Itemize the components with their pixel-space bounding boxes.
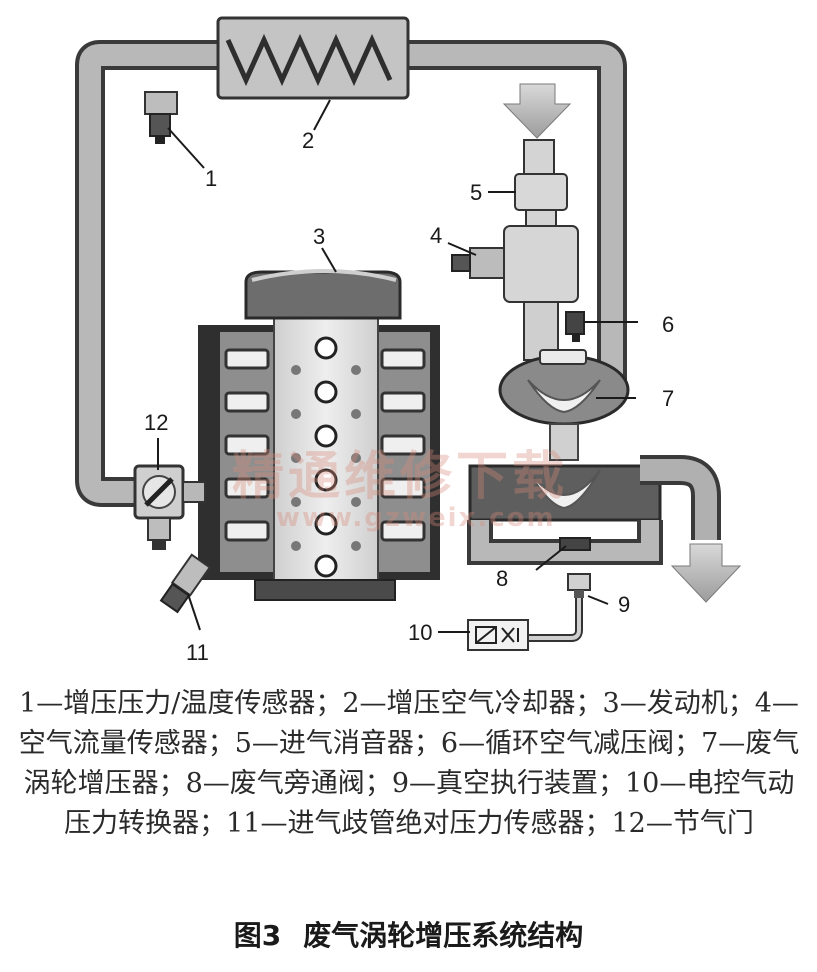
air-mass-sensor xyxy=(451,225,579,303)
figure-number: 图3 xyxy=(233,919,282,952)
label-2: 2 xyxy=(302,128,314,153)
legend-item-3: 3—发动机； xyxy=(602,688,755,719)
recirculation-valve xyxy=(565,311,585,342)
wastegate xyxy=(559,537,591,551)
exhaust-pipe xyxy=(467,455,721,565)
charge-air-pipe xyxy=(75,40,627,507)
map-sensor xyxy=(159,553,212,614)
figure-title: 废气涡轮增压系统结构 xyxy=(303,919,584,952)
legend-item-5: 5—进气消音器； xyxy=(234,728,441,759)
label-6: 6 xyxy=(662,312,674,337)
legend-item-2: 2—增压空气冷却器； xyxy=(342,688,603,719)
watermark: 精通维修下载 www.gzweix.com xyxy=(232,447,568,533)
legend-item-9: 9—真空执行装置； xyxy=(391,768,625,799)
label-12: 12 xyxy=(144,410,168,435)
legend-item-7: 7—废气涡轮增压器； xyxy=(23,728,800,799)
legend-item-4: 4—空气流量传感器； xyxy=(18,688,799,759)
engine xyxy=(198,269,440,601)
throttle-valve xyxy=(133,464,206,550)
charge-air-cooler xyxy=(216,16,410,100)
intake-silencer xyxy=(514,139,568,229)
legend-item-6: 6—循环空气减压阀； xyxy=(440,728,702,759)
label-10: 10 xyxy=(408,620,432,645)
label-11: 11 xyxy=(186,640,209,665)
vacuum-actuator xyxy=(567,573,591,598)
label-9: 9 xyxy=(618,592,630,617)
legend-item-10: 10—电控气动压力转换器； xyxy=(64,768,795,839)
label-4: 4 xyxy=(430,223,442,248)
leader-lines xyxy=(157,99,638,633)
legend-item-1: 1—增压压力/温度传感器； xyxy=(19,688,343,719)
legend: 1—增压压力/温度传感器；2—增压空气冷却器；3—发动机；4—空气流量传感器；5… xyxy=(18,684,800,844)
exhaust-outlet-arrow xyxy=(670,543,742,603)
label-3: 3 xyxy=(313,224,325,249)
label-1: 1 xyxy=(205,166,217,191)
fresh-air-inlet-arrow xyxy=(502,83,572,139)
turbo-system-diagram: 1 2 3 4 5 6 7 8 9 10 11 12 精通维修下载 www.gz… xyxy=(75,16,742,665)
label-5: 5 xyxy=(470,180,482,205)
legend-item-8: 8—废气旁通阀； xyxy=(185,768,392,799)
legend-item-12: 12—节气门 xyxy=(611,808,754,839)
boost-temp-sensor xyxy=(144,91,178,144)
label-8: 8 xyxy=(496,566,508,591)
vacuum-line xyxy=(528,598,583,642)
figure-caption: 图3 废气涡轮增压系统结构 xyxy=(0,914,817,954)
pressure-converter xyxy=(467,619,529,651)
turbocharger xyxy=(468,349,662,522)
legend-item-11: 11—进气歧管绝对压力传感器； xyxy=(226,808,612,839)
diagram-labels: 1 2 3 4 5 6 7 8 9 10 11 12 xyxy=(144,128,674,665)
watermark-cn: 精通维修下载 xyxy=(232,447,568,507)
watermark-url: www.gzweix.com xyxy=(276,503,556,533)
label-7: 7 xyxy=(662,386,674,411)
